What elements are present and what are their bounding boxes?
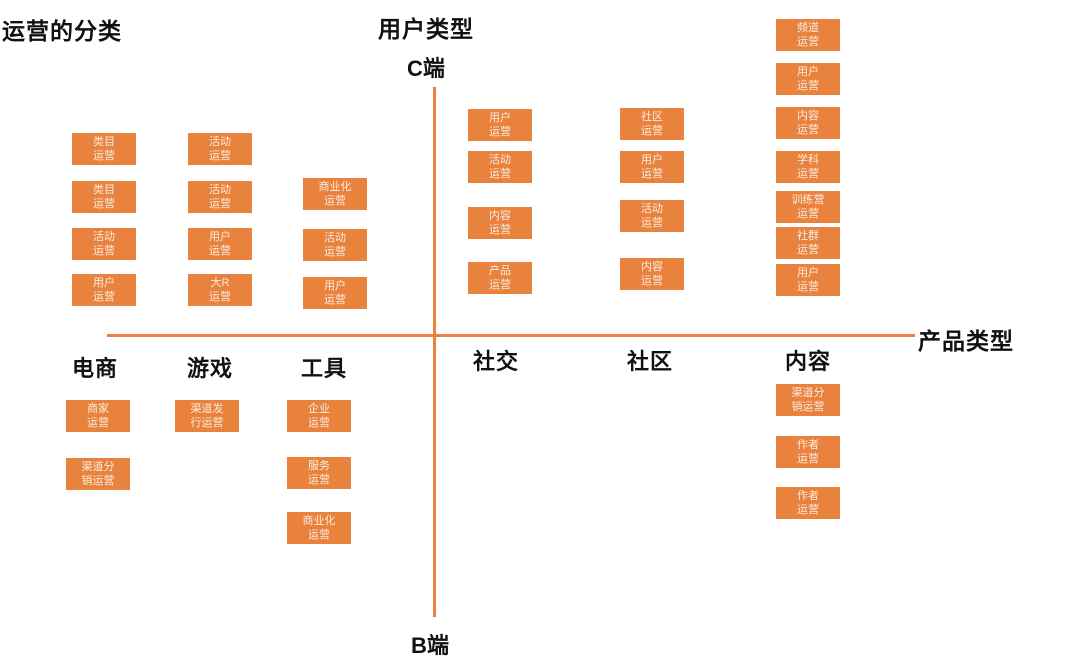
category-header-content: 内容 — [784, 349, 832, 374]
operation-box-content: 训练营 运营 — [776, 191, 840, 223]
operation-box-tool: 企业 运营 — [287, 400, 351, 432]
operation-box-tool: 商业化 运营 — [287, 512, 351, 544]
operation-box-tool: 活动 运营 — [303, 229, 367, 261]
vertical-axis-title: 用户类型 — [378, 16, 474, 42]
operation-box-content: 频道 运营 — [776, 19, 840, 51]
horizontal-axis-title: 产品类型 — [918, 328, 1014, 354]
operation-box-ecommerce: 渠道分 销运营 — [66, 458, 130, 490]
operation-box-game: 活动 运营 — [188, 133, 252, 165]
operation-box-ecommerce: 活动 运营 — [72, 228, 136, 260]
operation-box-tool: 服务 运营 — [287, 457, 351, 489]
operation-box-ecommerce: 类目 运营 — [72, 181, 136, 213]
operation-box-ecommerce: 商家 运营 — [66, 400, 130, 432]
operation-box-ecommerce: 用户 运营 — [72, 274, 136, 306]
operation-box-content: 社群 运营 — [776, 227, 840, 259]
operation-box-game: 渠道发 行运营 — [175, 400, 239, 432]
operation-box-content: 作者 运营 — [776, 487, 840, 519]
category-header-game: 游戏 — [186, 356, 234, 381]
operation-box-content: 内容 运营 — [776, 107, 840, 139]
operation-box-social: 活动 运营 — [468, 151, 532, 183]
page-title: 运营的分类 — [2, 18, 122, 44]
operation-box-content: 作者 运营 — [776, 436, 840, 468]
category-header-community: 社区 — [626, 349, 674, 374]
vertical-axis-top-end-label: C端 — [407, 56, 445, 81]
operation-box-content: 渠道分 销运营 — [776, 384, 840, 416]
operation-box-community: 用户 运营 — [620, 151, 684, 183]
operation-box-community: 社区 运营 — [620, 108, 684, 140]
category-header-ecommerce: 电商 — [71, 356, 119, 381]
operation-box-social: 内容 运营 — [468, 207, 532, 239]
operation-box-tool: 用户 运营 — [303, 277, 367, 309]
operation-box-community: 内容 运营 — [620, 258, 684, 290]
vertical-axis-line — [433, 87, 436, 617]
operation-box-content: 学科 运营 — [776, 151, 840, 183]
operation-box-social: 用户 运营 — [468, 109, 532, 141]
vertical-axis-label-block: 用户类型 C端 — [378, 10, 474, 83]
operation-box-content: 用户 运营 — [776, 63, 840, 95]
operation-box-community: 活动 运营 — [620, 200, 684, 232]
operation-box-game: 大R 运营 — [188, 274, 252, 306]
vertical-axis-bottom-end-label: B端 — [411, 633, 449, 658]
operation-box-game: 活动 运营 — [188, 181, 252, 213]
operation-box-content: 用户 运营 — [776, 264, 840, 296]
operation-box-social: 产品 运营 — [468, 262, 532, 294]
category-header-tool: 工具 — [300, 356, 348, 381]
horizontal-axis-line — [107, 334, 915, 337]
category-header-social: 社交 — [472, 349, 520, 374]
operation-box-tool: 商业化 运营 — [303, 178, 367, 210]
operation-box-ecommerce: 类目 运营 — [72, 133, 136, 165]
operation-box-game: 用户 运营 — [188, 228, 252, 260]
